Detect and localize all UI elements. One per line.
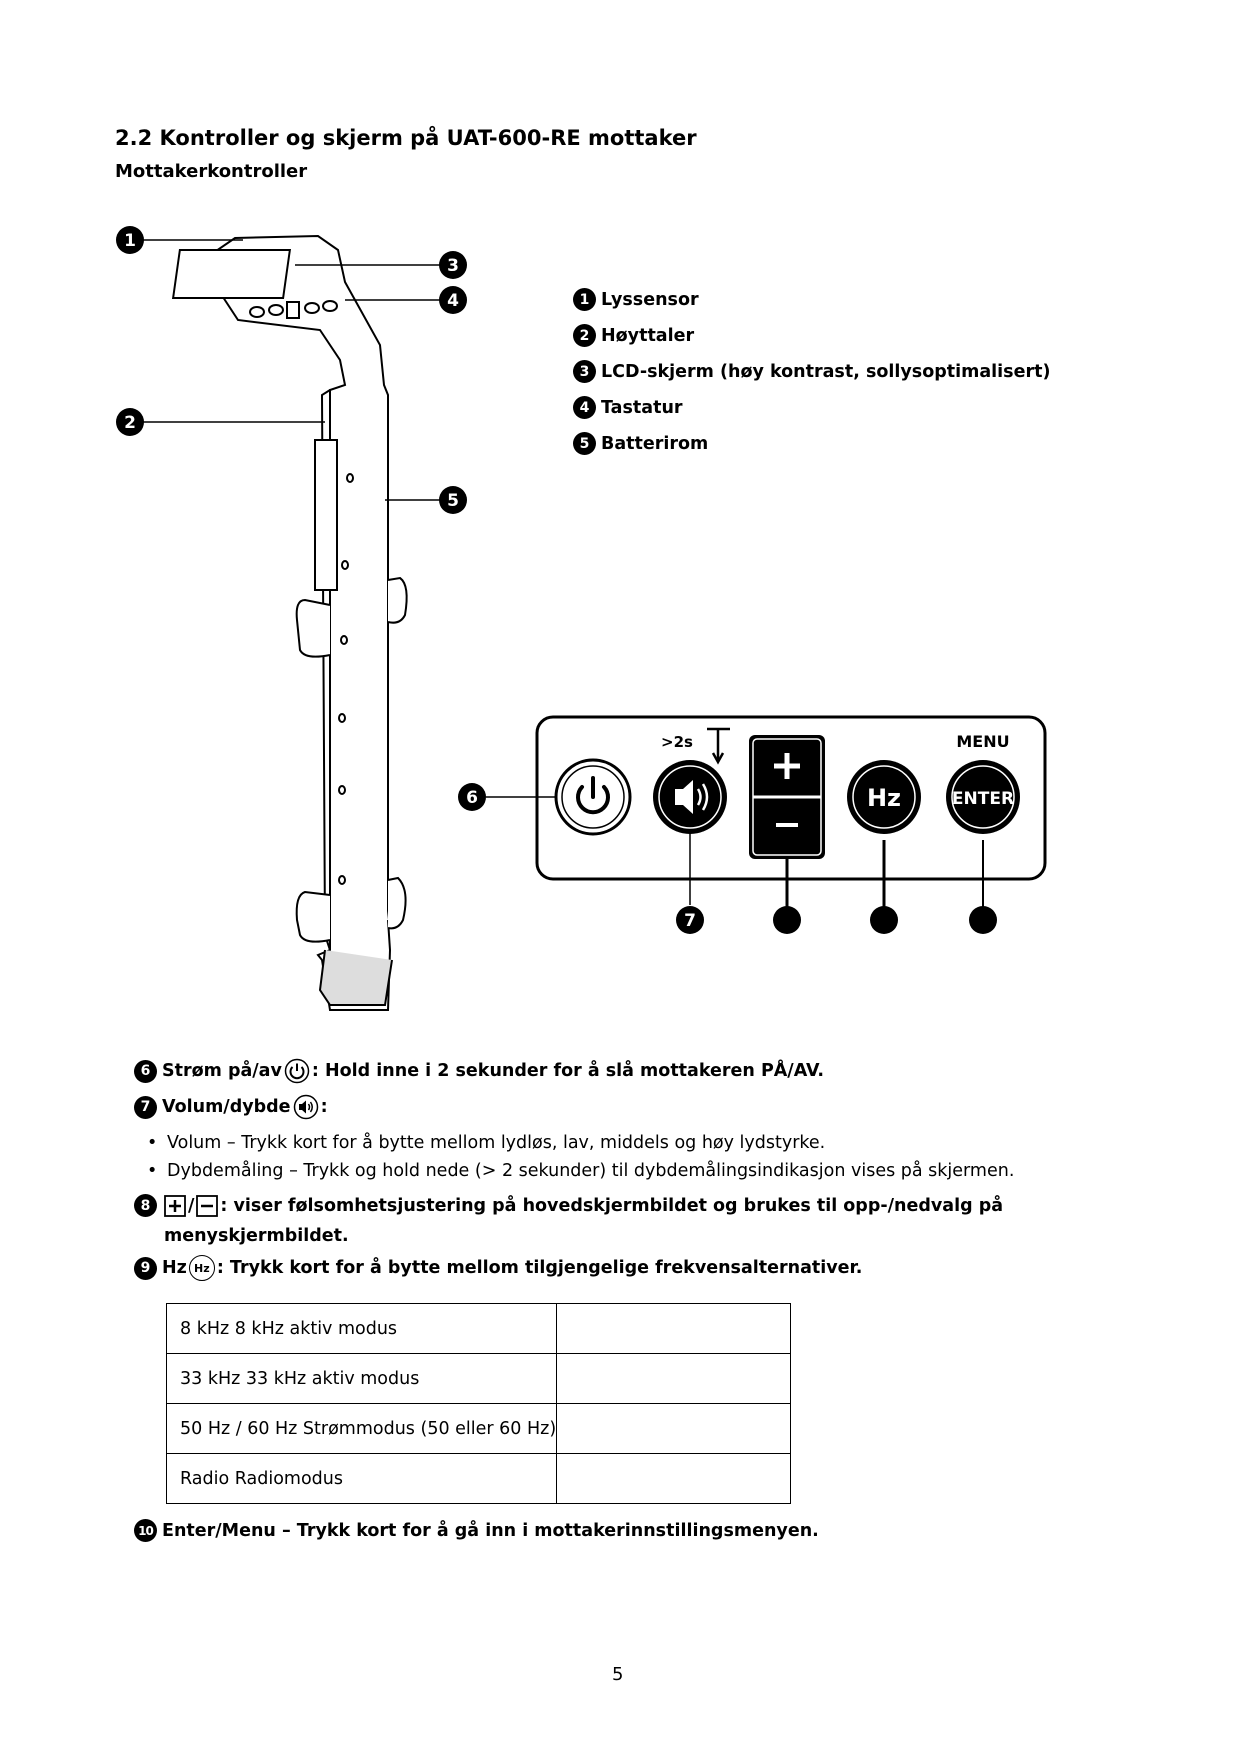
callout-1-label: 1	[124, 231, 136, 251]
item-power: 6 Strøm på/av : Hold inne i 2 sekunder f…	[134, 1058, 824, 1084]
plus-icon	[164, 1194, 186, 1217]
callout-5-label: 5	[447, 491, 459, 511]
legend-label-2: Høyttaler	[601, 325, 695, 346]
legend-num-1: 1	[573, 288, 596, 311]
hz-button-label: Hz	[867, 784, 901, 812]
callout-2	[116, 408, 144, 436]
table-cell: 33 kHz 33 kHz aktiv modus	[165, 1353, 558, 1404]
page-title: 2.2 Kontroller og skjerm på UAT-600-RE m…	[115, 126, 697, 150]
table-cell: 50 Hz / 60 Hz Strømmodus (50 eller 60 Hz…	[165, 1403, 558, 1454]
table-cell	[556, 1403, 791, 1454]
table-cell	[556, 1303, 791, 1354]
table-row: 50 Hz / 60 Hz Strømmodus (50 eller 60 Hz…	[165, 1403, 791, 1454]
lcd-screen	[171, 249, 292, 299]
speaker-icon	[675, 780, 693, 814]
item-enter-title: Enter/Menu	[162, 1520, 276, 1541]
enter-button-label: ENTER	[952, 789, 1014, 809]
bullet-depth: Dybdemåling – Trykk og hold nede (> 2 se…	[147, 1161, 1014, 1181]
callout-3	[439, 251, 467, 279]
callout-dot-10	[969, 906, 997, 934]
legend-label-1: Lyssensor	[601, 289, 699, 310]
legend-num-4: 4	[573, 396, 596, 419]
callout-dot-9	[870, 906, 898, 934]
callout-dot-8	[773, 906, 801, 934]
item-enter: 10 Enter/Menu – Trykk kort for å gå inn …	[134, 1519, 819, 1542]
legend-label-3: LCD-skjerm (høy kontrast, sollysoptimali…	[601, 361, 1051, 382]
item-num-6: 6	[134, 1059, 157, 1083]
item-sens-sep: /	[188, 1195, 195, 1216]
menu-label: MENU	[956, 732, 1009, 751]
item-enter-text: – Trykk kort for å gå inn i mottakerinns…	[275, 1520, 819, 1541]
table-cell	[556, 1353, 791, 1404]
callout-6	[458, 783, 486, 811]
table-cell	[556, 1453, 791, 1504]
speaker-icon	[293, 1094, 319, 1120]
callout-5	[439, 486, 467, 514]
callout-4-label: 4	[447, 291, 459, 311]
legend-num-2: 2	[573, 324, 596, 347]
receiver-diagram: 1 3 4 2 5	[116, 226, 467, 1011]
power-icon	[284, 1058, 310, 1084]
table-row: Radio Radiomodus	[165, 1453, 791, 1504]
table-row: 33 kHz 33 kHz aktiv modus	[165, 1353, 791, 1404]
item-power-text: : Hold inne i 2 sekunder for å slå motta…	[311, 1061, 824, 1081]
table-row: 8 kHz 8 kHz aktiv modus	[165, 1303, 791, 1354]
legend-num-3: 3	[573, 360, 596, 383]
hz-icon-label: Hz	[194, 1261, 210, 1275]
callout-7-label: 7	[684, 911, 696, 931]
callout-4	[439, 286, 467, 314]
item-volume: 7 Volum/dybde :	[134, 1094, 328, 1120]
item-power-title: Strøm på/av	[162, 1061, 282, 1081]
frequency-table: 8 kHz 8 kHz aktiv modus 33 kHz 33 kHz ak…	[165, 1303, 791, 1504]
item-sensitivity: 8 / : viser følsomhetsjustering på hoved…	[134, 1194, 1003, 1217]
legend-label-5: Batterirom	[601, 433, 709, 454]
callout-1	[116, 226, 144, 254]
legend-num-5: 5	[573, 432, 596, 455]
minus-icon	[196, 1194, 219, 1217]
callout-3-label: 3	[447, 256, 459, 276]
callout-2-label: 2	[124, 413, 136, 433]
plus-icon	[774, 753, 800, 779]
power-icon	[576, 776, 610, 815]
legend-label-4: Tastatur	[601, 397, 683, 418]
callout-6-label: 6	[466, 788, 478, 808]
page-number: 5	[612, 1664, 624, 1685]
item-num-7: 7	[134, 1095, 157, 1119]
item-volume-text: :	[320, 1097, 328, 1117]
table-cell: 8 kHz 8 kHz aktiv modus	[165, 1303, 558, 1354]
long-press-label: >2s	[661, 733, 693, 751]
depth-icon	[707, 727, 730, 765]
enter-button	[946, 760, 1020, 834]
callout-7	[676, 906, 704, 934]
item-sens-text-2: menyskjermbildet.	[164, 1226, 349, 1246]
bullet-volume: Volum – Trykk kort for å bytte mellom ly…	[147, 1133, 825, 1153]
item-volume-title: Volum/dybde	[162, 1097, 291, 1117]
hz-button	[847, 760, 921, 834]
item-sens-text: : viser følsomhetsjustering på hovedskje…	[220, 1195, 1004, 1216]
item-num-10: 10	[134, 1519, 157, 1542]
item-hz: 9 Hz Hz : Trykk kort for å bytte mellom …	[134, 1255, 862, 1281]
item-num-8: 8	[134, 1194, 157, 1217]
hz-icon: Hz	[188, 1255, 215, 1281]
table-cell: Radio Radiomodus	[165, 1453, 558, 1504]
keypad-diagram: >2s Hz ENTER MENU 6 7	[458, 715, 1047, 934]
item-num-9: 9	[134, 1256, 157, 1280]
section-subtitle: Mottakerkontroller	[115, 161, 308, 182]
item-hz-title: Hz	[162, 1258, 187, 1278]
item-hz-text: : Trykk kort for å bytte mellom tilgjeng…	[216, 1258, 863, 1278]
